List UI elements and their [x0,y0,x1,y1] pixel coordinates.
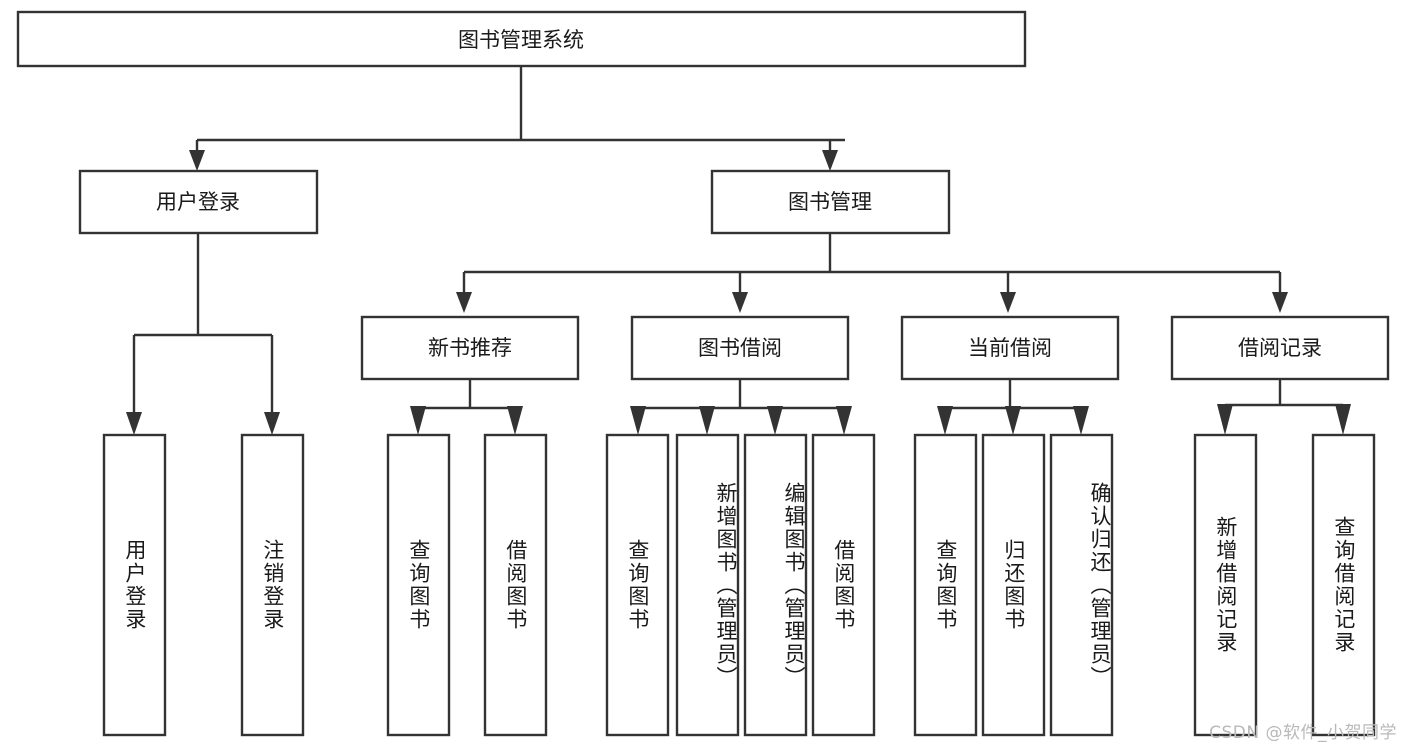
arrow-head-leaf-query-book-2 [630,406,646,435]
node-user-login[interactable]: 用户登录 [78,169,319,235]
node-label-user-login: 用户登录 [156,190,240,214]
node-box-leaf-confirm-return[interactable] [1049,433,1114,737]
arrow-head-leaf-borrow-book-1 [507,406,523,435]
arrow-head-leaf-user-login [126,412,142,435]
node-box-leaf-borrow-book-1[interactable] [483,433,548,737]
node-label-current-borrow: 当前借阅 [968,336,1052,360]
connector-group-root [189,66,845,171]
arrow-head-leaf-query-book-1 [410,406,426,435]
arrow-head-leaf-logout-login [264,412,280,435]
node-box-leaf-return-book[interactable] [981,433,1046,737]
csdn-watermark: CSDN @软件_小贺同学 [1209,723,1397,743]
arrow-head-new-book-recommend [456,292,472,313]
node-label-book-management: 图书管理 [788,190,872,214]
node-new-book-recommend[interactable]: 新书推荐 [360,315,580,381]
arrow-head-leaf-return-book [1005,406,1021,435]
arrow-head-book-borrow [732,292,748,313]
node-label-new-book-recommend: 新书推荐 [428,336,512,360]
arrow-head-leaf-borrow-book-2 [836,406,852,435]
node-box-leaf-logout-login[interactable] [240,433,305,737]
node-box-leaf-user-login[interactable] [102,433,167,737]
arrow-head-book-management [822,150,838,171]
connector-group-current-borrow [937,379,1089,435]
arrow-head-leaf-query-record [1335,404,1351,435]
node-book-borrow[interactable]: 图书借阅 [630,315,850,381]
node-box-leaf-query-book-1[interactable] [386,433,451,737]
arrow-head-leaf-confirm-return [1073,406,1089,435]
node-book-management[interactable]: 图书管理 [710,169,951,235]
connector-group-new-book-recommend [410,379,523,435]
node-box-borrow-record[interactable] [1170,315,1390,381]
arrow-head-leaf-add-record [1217,404,1233,435]
connector-group-book-borrow [630,379,852,435]
node-label-root: 图书管理系统 [458,28,584,52]
connector-group-user-login [126,233,280,435]
connector-group-borrow-record [1217,379,1351,435]
node-box-book-borrow[interactable] [630,315,850,381]
arrow-head-leaf-add-book [699,406,715,435]
node-box-new-book-recommend[interactable] [360,315,580,381]
node-box-leaf-add-book[interactable] [675,433,740,737]
node-borrow-record[interactable]: 借阅记录 [1170,315,1390,381]
arrow-head-current-borrow [1000,292,1016,313]
arrow-head-borrow-record [1272,292,1288,313]
arrow-head-user-login [189,150,205,171]
node-current-borrow[interactable]: 当前借阅 [900,315,1120,381]
node-box-book-management[interactable] [710,169,951,235]
arrow-head-leaf-edit-book [767,406,783,435]
node-root[interactable]: 图书管理系统 [16,10,1027,68]
node-box-leaf-edit-book[interactable] [743,433,808,737]
connector-group-book-management [456,233,1288,313]
node-box-root[interactable] [16,10,1027,68]
node-box-user-login[interactable] [78,169,319,235]
node-box-leaf-query-book-2[interactable] [605,433,670,737]
node-box-leaf-query-record[interactable] [1311,433,1376,737]
node-box-current-borrow[interactable] [900,315,1120,381]
arrow-head-leaf-query-book-3 [937,406,953,435]
node-box-leaf-query-book-3[interactable] [913,433,978,737]
node-label-book-borrow: 图书借阅 [698,336,782,360]
node-box-leaf-add-record[interactable] [1193,433,1258,737]
node-box-leaf-borrow-book-2[interactable] [811,433,876,737]
node-label-borrow-record: 借阅记录 [1238,336,1322,360]
